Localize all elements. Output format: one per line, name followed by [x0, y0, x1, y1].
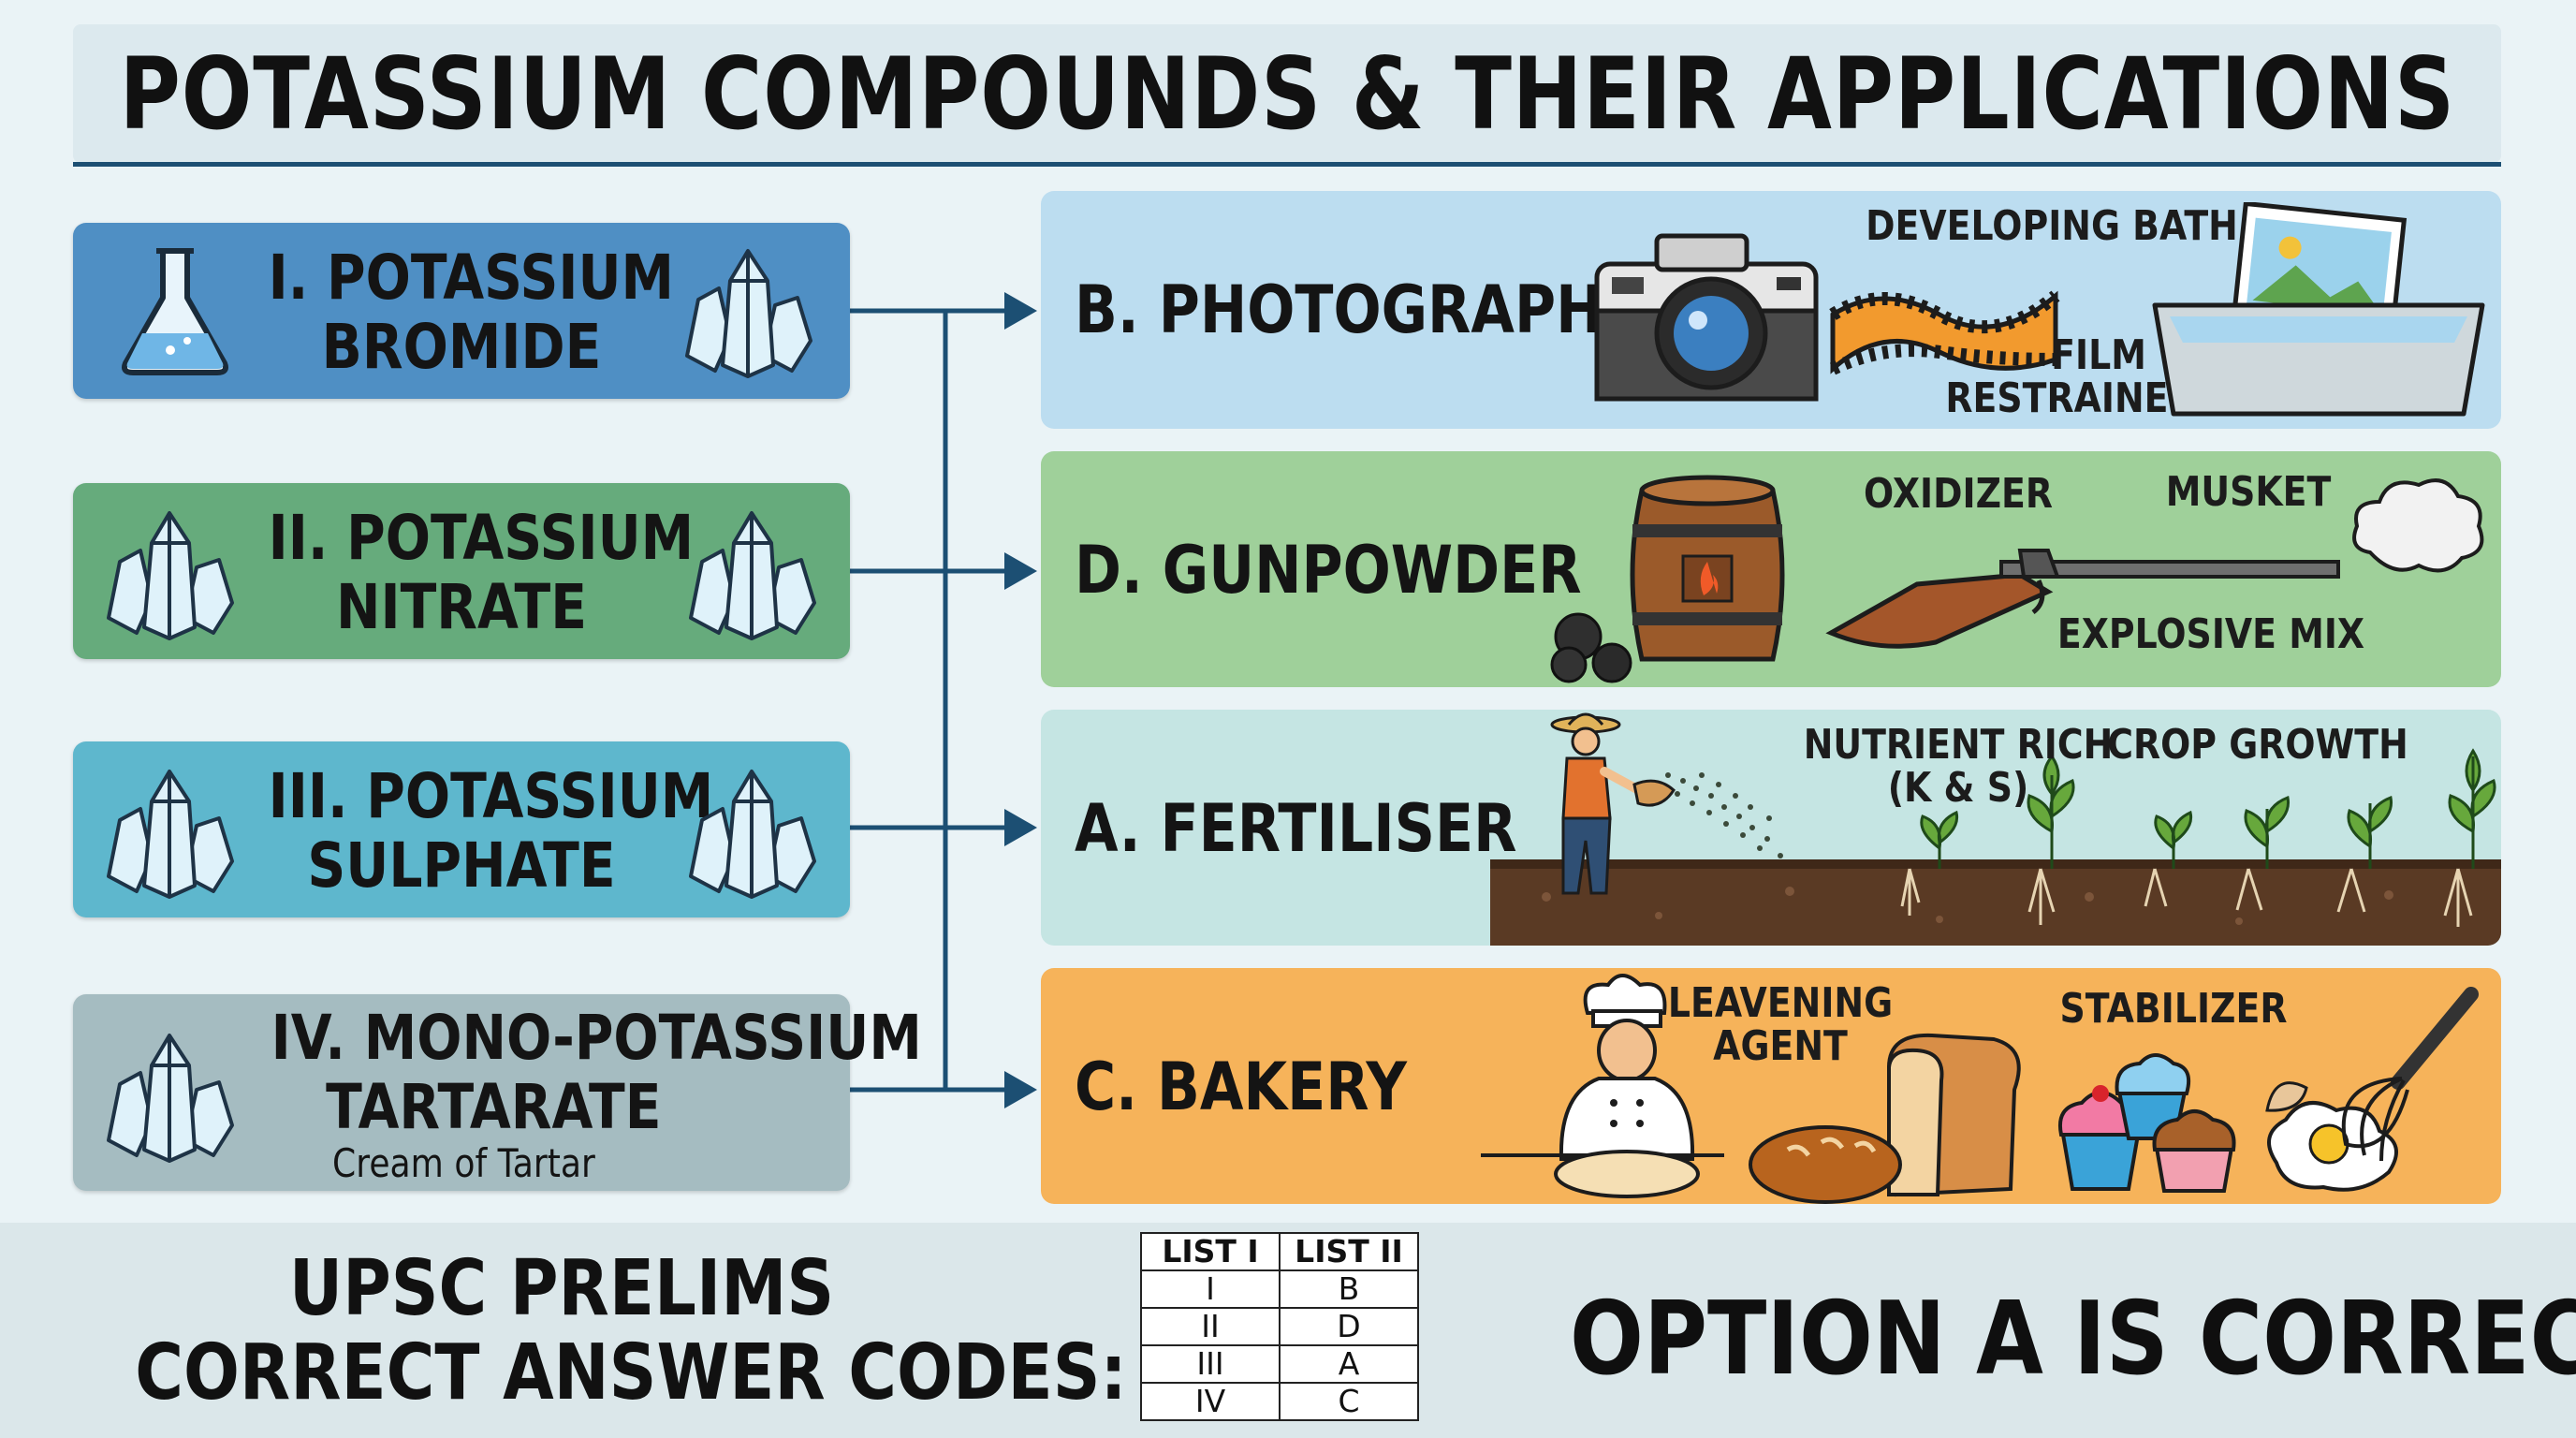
smoke-cloud-icon — [2352, 478, 2484, 573]
whisk-and-egg-icon — [2265, 987, 2479, 1192]
compound-potassium-nitrate: II. POTASSIUM NITRATE — [73, 483, 850, 659]
note-leavening: LEAVENING — [1667, 979, 1894, 1027]
application-photography-title: B. PHOTOGRAPHY — [1075, 271, 1645, 348]
note-developing-bath: DEVELOPING BATH — [1866, 202, 2238, 250]
note-nutrient-k-s: (K & S) — [1887, 764, 2029, 812]
bread-loaves-icon — [1749, 1033, 2021, 1204]
table-cell: C — [1279, 1382, 1419, 1421]
fertilizer-spray-dots — [1665, 772, 1783, 858]
application-gunpowder-title: D. GUNPOWDER — [1075, 532, 1582, 609]
note-oxidizer: OXIDIZER — [1864, 470, 2053, 518]
table-cell: A — [1279, 1344, 1419, 1384]
answer-codes-table: LIST I LIST II I B II D III A IV C — [1140, 1232, 1419, 1421]
baker-icon — [1481, 974, 1724, 1198]
correct-answer: OPTION A IS CORRECT — [1570, 1281, 2576, 1398]
footer-heading: UPSC PRELIMS CORRECT ANSWER CODES: — [135, 1244, 1127, 1417]
footer-line-1: UPSC PRELIMS — [288, 1244, 835, 1333]
table-cell: IV — [1140, 1382, 1281, 1421]
note-explosive-mix: EXPLOSIVE MIX — [2056, 610, 2365, 658]
compound-3-name-line1: III. POTASSIUM — [268, 760, 714, 832]
application-photography: B. PHOTOGRAPHY DEVELOPING BATH FILM REST… — [1041, 191, 2501, 429]
crystal-icon — [107, 1034, 234, 1163]
table-row: III A — [1140, 1344, 1419, 1384]
developing-tray-icon — [2152, 202, 2485, 417]
table-header-list-1: LIST I — [1140, 1232, 1281, 1271]
page-title: POTASSIUM COMPOUNDS & THEIR APPLICATIONS — [119, 36, 2455, 152]
crystal-icon — [689, 770, 816, 899]
compound-4-name-line1: IV. MONO-POTASSIUM — [271, 1002, 922, 1074]
table-row: IV C — [1140, 1382, 1419, 1421]
note-musket: MUSKET — [2165, 468, 2332, 516]
note-agent: AGENT — [1713, 1022, 1848, 1070]
crystal-icon — [689, 511, 816, 640]
camera-icon — [1594, 233, 1819, 402]
footer-line-2: CORRECT ANSWER CODES: — [135, 1328, 1127, 1417]
compound-1-name-line1: I. POTASSIUM — [268, 242, 675, 314]
title-divider — [73, 162, 2501, 167]
musket-icon — [1825, 549, 2340, 649]
application-bakery-title: C. BAKERY — [1075, 1049, 1407, 1125]
note-restrainer: RESTRAINER — [1945, 374, 2196, 422]
compound-4-common-name: Cream of Tartar — [332, 1140, 595, 1186]
flask-icon — [122, 248, 228, 375]
note-stabilizer: STABILIZER — [2059, 985, 2288, 1033]
compound-4-name-line2: TARTARATE — [326, 1071, 662, 1143]
table-cell: I — [1140, 1269, 1281, 1309]
note-nutrient-rich: NUTRIENT RICH — [1803, 721, 2114, 769]
compound-1-name-line2: BROMIDE — [321, 311, 602, 383]
gunpowder-barrel-icon — [1630, 475, 1785, 662]
note-film: FILM — [2051, 331, 2146, 379]
title-bar: POTASSIUM COMPOUNDS & THEIR APPLICATIONS — [73, 24, 2501, 163]
table-cell: B — [1279, 1269, 1419, 1309]
soil-strip — [1490, 859, 2501, 946]
table-header-row: LIST I LIST II — [1140, 1232, 1419, 1271]
application-bakery: C. BAKERY LEAVENING AGENT STABILIZER — [1041, 968, 2501, 1204]
table-cell: III — [1140, 1344, 1281, 1384]
crystal-icon — [685, 249, 812, 378]
compound-2-name-line1: II. POTASSIUM — [268, 502, 695, 574]
compound-potassium-bromide: I. POTASSIUM BROMIDE — [73, 223, 850, 399]
table-cell: D — [1279, 1307, 1419, 1346]
crystal-icon — [107, 770, 234, 899]
application-gunpowder: D. GUNPOWDER OXIDIZER MUSKET EXPLOSIVE M… — [1041, 451, 2501, 687]
table-cell: II — [1140, 1307, 1281, 1346]
compound-3-name-line2: SULPHATE — [307, 829, 616, 902]
cupcakes-icon — [2058, 1053, 2236, 1193]
table-row: I B — [1140, 1269, 1419, 1309]
crop-plants-icon — [1920, 748, 2496, 869]
application-fertiliser-title: A. FERTILISER — [1075, 790, 1517, 867]
table-row: II D — [1140, 1307, 1419, 1346]
crystal-icon — [107, 511, 234, 640]
compound-2-name-line2: NITRATE — [335, 571, 588, 643]
cannonballs-icon — [1550, 612, 1632, 683]
film-strip-icon — [1829, 290, 2060, 375]
farmer-icon — [1550, 712, 1676, 895]
table-header-list-2: LIST II — [1279, 1232, 1419, 1271]
application-fertiliser: A. FERTILISER — [1041, 710, 2501, 946]
note-crop-growth: CROP GROWTH — [2107, 721, 2408, 769]
compound-mono-potassium-tartarate: IV. MONO-POTASSIUM TARTARATE Cream of Ta… — [73, 994, 922, 1191]
compound-potassium-sulphate: III. POTASSIUM SULPHATE — [73, 741, 850, 917]
